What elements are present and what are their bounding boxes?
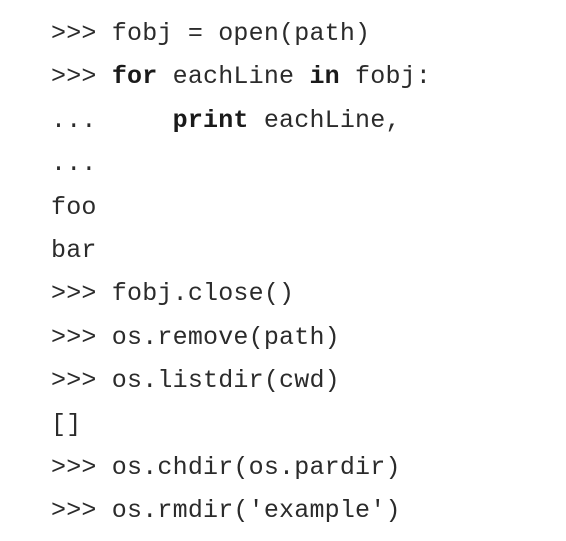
code-text: >>> fobj = open(path) <box>51 19 371 48</box>
code-text: ... <box>51 105 173 135</box>
code-line-4: ... <box>51 142 431 185</box>
code-text: ... <box>51 149 97 179</box>
code-line-10: [] <box>51 403 431 446</box>
code-text: >>> os.rmdir('example') <box>51 496 401 526</box>
code-line-3: ... print eachLine, <box>51 99 431 142</box>
code-line-9: >>> os.listdir(cwd) <box>51 359 431 402</box>
output-text: [] <box>51 409 82 439</box>
code-line-11: >>> os.chdir(os.pardir) <box>51 446 431 489</box>
python-session-code-block: >>> fobj = open(path) >>> for eachLine in… <box>51 12 431 533</box>
keyword-in: in <box>309 62 340 92</box>
code-line-5: foo <box>51 186 431 229</box>
code-text: fobj: <box>339 62 432 92</box>
code-text: >>> os.chdir(os.pardir) <box>51 452 401 482</box>
code-line-2: >>> for eachLine in fobj: <box>51 55 431 98</box>
code-text: >>> fobj.close() <box>51 279 295 309</box>
code-line-7: >>> fobj.close() <box>51 272 431 315</box>
code-line-6: bar <box>51 229 431 272</box>
keyword-for: for <box>111 62 158 92</box>
code-text: >>> <box>51 62 112 92</box>
code-line-8: >>> os.remove(path) <box>51 316 431 359</box>
keyword-print: print <box>172 105 249 135</box>
output-text: foo <box>51 192 97 222</box>
code-text: >>> os.listdir(cwd) <box>51 366 340 396</box>
code-line-1: >>> fobj = open(path) <box>51 12 431 55</box>
code-text: eachLine <box>157 62 310 92</box>
code-text: eachLine, <box>248 105 401 135</box>
output-text: bar <box>51 235 97 265</box>
code-line-12: >>> os.rmdir('example') <box>51 489 431 532</box>
code-text: >>> os.remove(path) <box>51 322 340 352</box>
